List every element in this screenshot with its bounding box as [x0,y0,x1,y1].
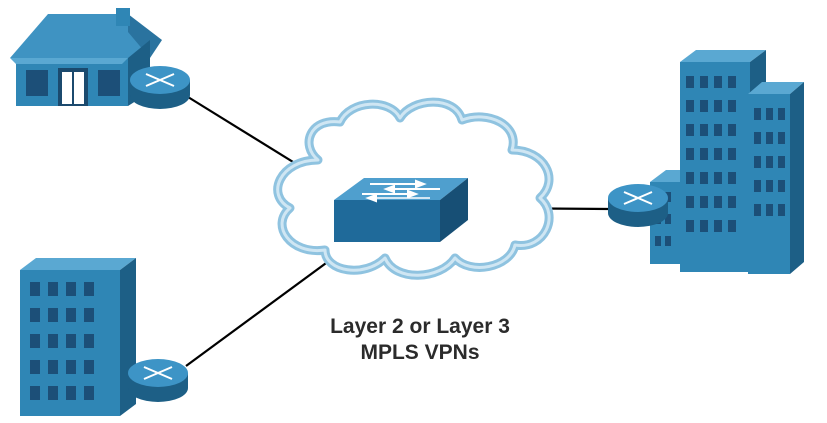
headquarters-building-icon [650,50,804,274]
mpls-label-line-1: Layer 2 or Layer 3 [330,315,510,338]
router-icon-office [128,359,188,402]
router-icon-house [130,66,190,109]
switch-icon [334,178,468,242]
router-icon-hq [608,184,668,227]
office-building-icon [20,258,136,416]
mpls-label-line-2: MPLS VPNs [360,341,480,364]
link-office-to-switch [185,243,353,367]
